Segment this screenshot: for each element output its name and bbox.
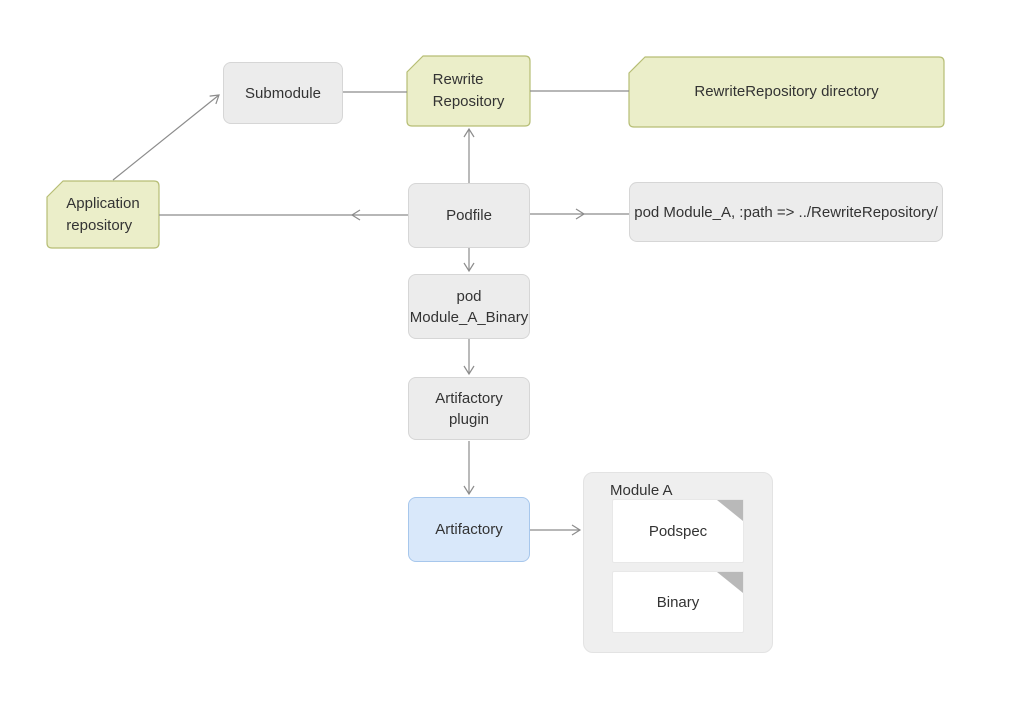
rewrite-repository-shape — [406, 55, 531, 127]
node-artifactory-plugin: Artifactory plugin — [408, 377, 530, 440]
node-podfile: Podfile — [408, 183, 530, 248]
doc-binary-label: Binary — [656, 593, 700, 611]
node-submodule: Submodule — [223, 62, 343, 124]
node-rewrite-repository-directory: RewriteRepository directory — [629, 57, 944, 127]
doc-binary: Binary — [612, 571, 744, 633]
node-rewrite-repository-directory-label: RewriteRepository directory — [694, 83, 879, 101]
module-a-group-title: Module A — [610, 482, 673, 499]
rewrite-repository-directory-shape — [628, 56, 945, 128]
module-a-group: Module A Podspec Binary — [583, 472, 773, 653]
node-application-repository: Application repository — [47, 181, 159, 248]
edge-application-repository-to-submodule — [112, 94, 220, 181]
folded-corner-icon — [717, 500, 743, 521]
node-rewrite-repository: Rewrite Repository — [407, 56, 530, 126]
application-repository-shape — [46, 180, 160, 249]
doc-podspec-label: Podspec — [648, 522, 708, 540]
node-artifactory: Artifactory — [408, 497, 530, 562]
node-pod-module-a-path: pod Module_A, :path => ../RewriteReposit… — [629, 182, 943, 242]
node-rewrite-repository-label: Rewrite Repository — [432, 71, 505, 110]
doc-podspec: Podspec — [612, 499, 744, 563]
node-application-repository-label: Application repository — [66, 194, 140, 234]
node-pod-module-a-binary: pod Module_A_Binary — [408, 274, 530, 339]
folded-corner-icon — [717, 572, 743, 593]
